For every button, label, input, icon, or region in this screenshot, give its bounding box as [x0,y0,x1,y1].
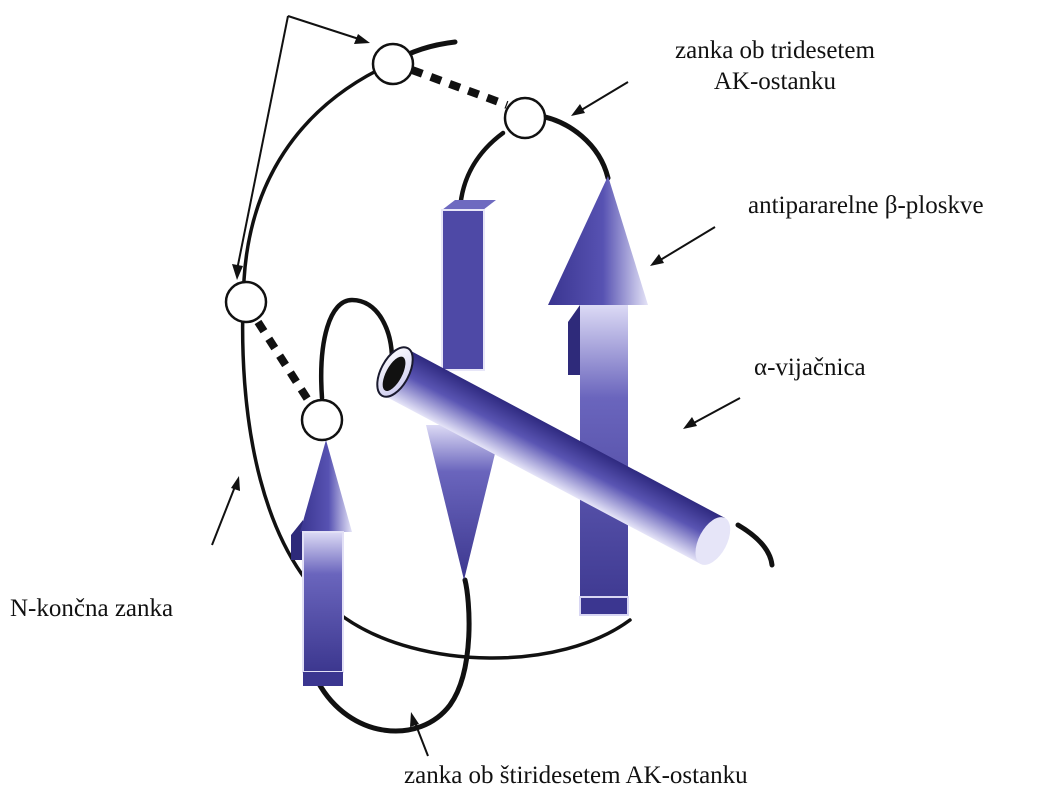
pointer-loop40-head [410,712,419,727]
pointer-nterm-head [231,476,240,491]
pointer-nterm [212,484,236,545]
beta-strand-left-side [291,520,303,560]
pointer-beta-head [650,254,664,266]
pointer-alpha-head [683,417,697,429]
beta-strand-left [291,440,352,686]
pointer-top-base [237,16,288,270]
cysteine-circle-right [505,98,545,138]
label-loop30-line1: zanka ob tridesetem [675,35,875,66]
alpha-helix [370,342,738,572]
pointer-top-branch [288,16,362,40]
beta-strand-right-head [548,176,648,305]
backbone-loop30 [460,133,503,210]
label-loop-40th-residue: zanka ob štiridesetem AK-ostanku [404,760,748,791]
cysteine-circle-lower [302,400,342,440]
label-alpha-helix: α-vijačnica [754,352,866,383]
beta-strand-middle-top [442,200,496,210]
disulfide-bond-left [258,322,310,403]
beta-strand-left-base [303,672,343,686]
label-beta-sheets: antipararelne β-ploskve [748,190,984,221]
label-n-terminal-loop: N-končna zanka [10,593,173,624]
pointer-loop30 [578,82,628,112]
backbone-loop30-right [535,115,608,178]
label-loop-30th-residue: zanka ob tridesetem AK-ostanku [675,35,875,98]
backbone-c-tail [738,525,772,565]
pointer-beta [657,227,715,262]
label-loop30-line2: AK-ostanku [675,66,875,97]
pointer-top-branch-head [354,34,370,44]
beta-strand-left-head [300,440,352,532]
beta-strand-right-side [568,305,580,375]
pointer-loop30-head [571,104,585,116]
beta-strand-middle-body [442,210,484,370]
beta-strand-left-body [303,532,343,672]
cysteine-circle-top [373,44,413,84]
cysteine-circle-left [226,282,266,322]
pointer-top-base-head [232,264,243,280]
beta-strand-right [548,176,648,615]
disulfide-bond-top [412,70,507,105]
pointer-alpha [690,398,740,425]
beta-strand-right-base [580,597,628,615]
